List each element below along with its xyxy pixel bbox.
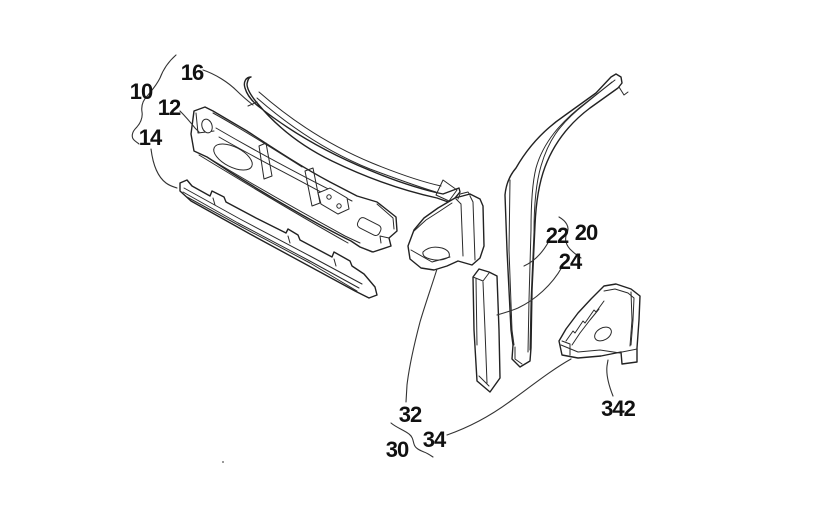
leader-14 (150, 148, 178, 189)
label-10: 10 (130, 79, 153, 104)
front-pillar-upper-bracket (407, 191, 485, 271)
label-16: 16 (181, 60, 204, 85)
label-20: 20 (575, 220, 598, 245)
leader-32 (405, 268, 438, 403)
leader-22 (523, 240, 550, 267)
label-22: 22 (546, 223, 569, 248)
side-sill (179, 179, 378, 299)
brace-20 (558, 216, 582, 259)
leader-16 (202, 69, 254, 106)
brace-30 (390, 422, 434, 458)
label-24: 24 (559, 249, 583, 274)
leader-24 (496, 266, 563, 316)
label-34: 34 (423, 427, 447, 452)
label-14: 14 (139, 125, 163, 150)
label-30: 30 (386, 437, 409, 462)
scan-speck (222, 461, 224, 463)
label-32: 32 (399, 402, 422, 427)
leader-lines (131, 54, 614, 458)
leader-34 (446, 358, 572, 436)
label-342: 342 (601, 396, 635, 421)
brace-10 (131, 54, 177, 145)
pillar-inner-bar (472, 268, 501, 393)
lower-corner-bracket (558, 283, 641, 365)
reference-labels: 10 12 14 16 20 22 24 30 32 34 342 (130, 60, 637, 462)
front-pillar-outer-rail (504, 73, 629, 368)
cowl-crossmember (190, 106, 398, 253)
leader-342 (606, 359, 614, 397)
label-12: 12 (158, 95, 181, 120)
cowl-top-panel (243, 76, 461, 204)
leader-12 (179, 110, 200, 133)
